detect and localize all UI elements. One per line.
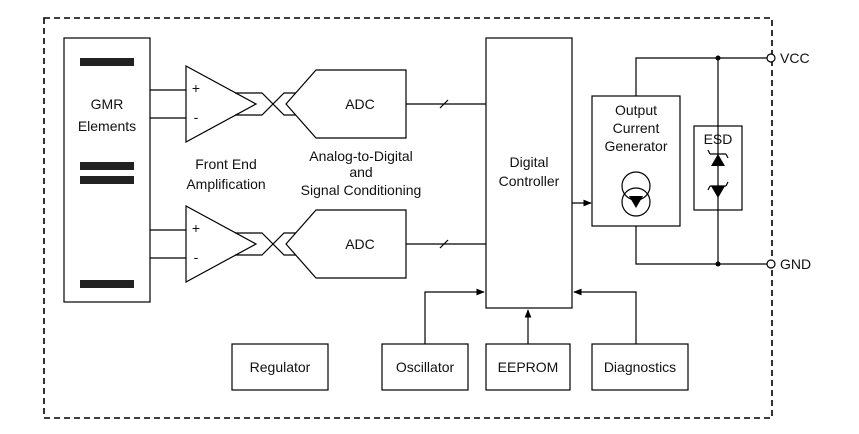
- front-end-label-line1: Front End: [195, 156, 256, 172]
- gmr-bar-bottom: [80, 280, 134, 288]
- gnd-label: GND: [780, 256, 811, 272]
- gmr-label-line1: GMR: [91, 96, 124, 112]
- amp-top-plus: +: [192, 80, 200, 96]
- adc-conditioning-line3: Signal Conditioning: [301, 182, 422, 198]
- chip-boundary: [43, 17, 773, 419]
- amplifier-top: + -: [185, 64, 258, 144]
- gmr-bar-mid-2: [80, 176, 134, 184]
- gmr-elements-block: GMR Elements: [63, 37, 151, 303]
- gnd-junction: [715, 261, 721, 267]
- output-gen-line2: Current: [613, 120, 660, 136]
- esd-block: ESD: [693, 58, 743, 264]
- digital-controller-line2: Controller: [499, 173, 560, 189]
- vcc-pin: VCC: [766, 50, 810, 66]
- adc-conditioning-line2: and: [349, 164, 372, 180]
- oscillator-label: Oscillator: [396, 359, 455, 375]
- amp-bottom-plus: +: [192, 220, 200, 236]
- regulator-block: Regulator: [231, 343, 329, 391]
- gmr-bar-top: [80, 58, 134, 66]
- output-gen-line3: Generator: [604, 138, 667, 154]
- adc-bottom-label: ADC: [345, 236, 375, 252]
- diagnostics-label: Diagnostics: [604, 359, 676, 375]
- zener-diode-icon: [707, 58, 729, 264]
- adc-top-label: ADC: [345, 96, 375, 112]
- amp-bottom-minus: -: [194, 249, 199, 265]
- gnd-pin: GND: [766, 256, 811, 272]
- vcc-junction: [715, 55, 721, 61]
- regulator-label: Regulator: [250, 359, 311, 375]
- eeprom-block: EEPROM: [485, 343, 571, 391]
- digital-controller-block: Digital Controller: [485, 37, 573, 309]
- current-source-icon: [621, 171, 651, 217]
- front-end-label-line2: Amplification: [186, 176, 265, 192]
- amp-top-minus: -: [194, 109, 199, 125]
- digital-controller-line1: Digital: [510, 154, 549, 170]
- output-gen-line1: Output: [615, 102, 657, 118]
- vcc-label: VCC: [780, 50, 810, 66]
- gmr-bar-mid-1: [80, 162, 134, 170]
- oscillator-connection: [424, 288, 485, 344]
- output-current-generator-block: Output Current Generator: [591, 95, 681, 227]
- gmr-label-line2: Elements: [78, 118, 136, 134]
- diagnostics-block: Diagnostics: [591, 343, 689, 391]
- oscillator-block: Oscillator: [381, 343, 469, 391]
- adc-conditioning-line1: Analog-to-Digital: [309, 148, 413, 164]
- adc-top: ADC: [285, 69, 407, 139]
- adc-bottom: ADC: [285, 209, 407, 279]
- amplifier-bottom: + -: [185, 204, 258, 284]
- eeprom-label: EEPROM: [498, 359, 559, 375]
- diagnostics-connection: [573, 288, 637, 344]
